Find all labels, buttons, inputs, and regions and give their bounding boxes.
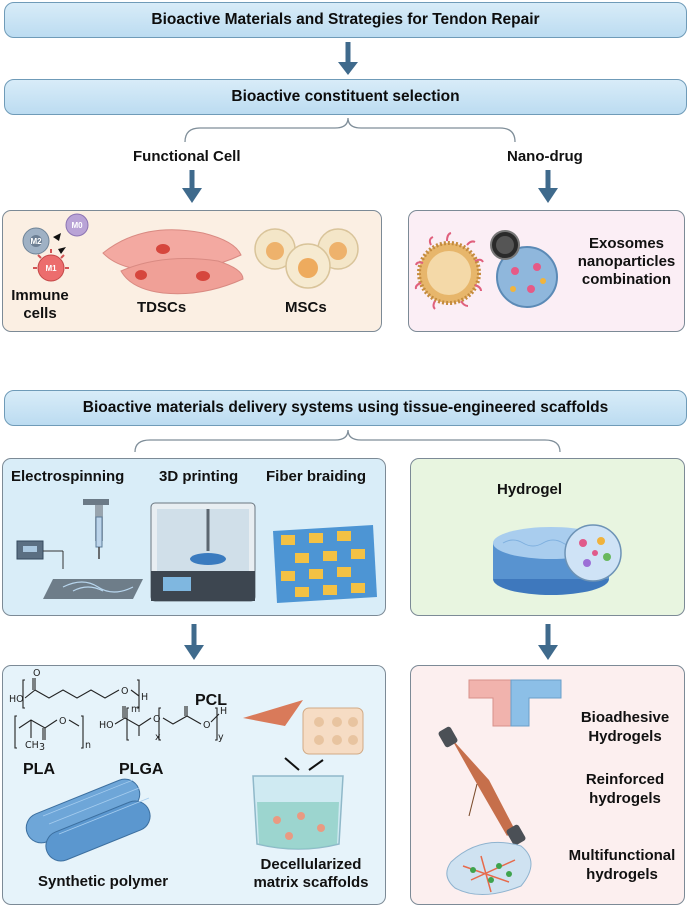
down-arrow-cell <box>182 170 202 203</box>
svg-text:3: 3 <box>39 742 45 753</box>
bio-line2: Hydrogels <box>588 728 662 745</box>
down-arrow-hydrogel <box>538 624 558 660</box>
section1-banner: Bioactive constituent selection <box>4 79 687 115</box>
pcl-structure: HO O H m <box>9 678 148 715</box>
cells-illustration: M2 M0 M1 <box>22 213 359 295</box>
arrowhead-m0-m2 <box>53 233 61 241</box>
electrospinning-icon <box>16 499 143 599</box>
svg-text:O: O <box>153 714 160 725</box>
polymers-panel: HO O H m O O CH 3 n HO O <box>2 665 386 905</box>
nano-drug-panel: Exosomes nanoparticles combination <box>408 210 685 332</box>
nanoparticle-icon <box>490 230 558 308</box>
svg-text:y: y <box>218 732 224 743</box>
svg-text:O: O <box>121 686 128 697</box>
decellularized-scaffold-icon <box>243 700 364 850</box>
down-arrow-top <box>338 42 358 75</box>
fiber-braiding-icon <box>273 525 377 603</box>
multi-line1: Multifunctional <box>568 847 676 864</box>
plga-label: PLGA <box>119 761 164 778</box>
brace-bottom <box>134 429 561 453</box>
rein-line2: hydrogels <box>589 790 661 807</box>
fabrication-panel: Electrospinning 3D printing Fiber braidi… <box>2 458 386 616</box>
tdscs-label: TDSCs <box>137 299 187 316</box>
svg-text:n: n <box>85 740 91 751</box>
immune-cells-label: Immune cells <box>5 287 75 323</box>
fiber-braiding-label: Fiber braiding <box>266 468 367 485</box>
macrophage-m0-icon: M0 <box>65 213 89 237</box>
decell-line1: Decellularized <box>260 856 362 873</box>
section2-title: Bioactive materials delivery systems usi… <box>82 399 609 416</box>
synthetic-polymer-label: Synthetic polymer <box>38 873 169 890</box>
immune-line1: Immune <box>11 287 69 304</box>
bioadhesive-label: Bioadhesive Hydrogels <box>566 708 684 746</box>
immune-line2: cells <box>23 305 57 322</box>
hydrogel-zoom-icon <box>564 524 622 582</box>
decell-line2: matrix scaffolds <box>253 874 369 891</box>
bio-line1: Bioadhesive <box>580 709 670 726</box>
bioadhesive-hydrogel-icon <box>468 679 562 727</box>
pcl-label: PCL <box>195 692 227 709</box>
svg-text:CH: CH <box>25 740 39 751</box>
svg-text:H: H <box>141 692 148 703</box>
pla-label: PLA <box>23 761 55 778</box>
exosomes-line1: Exosomes <box>588 235 665 252</box>
m0-text: M0 <box>71 221 83 230</box>
mscs-cells-icon <box>254 228 359 289</box>
brace-top <box>184 117 516 143</box>
hydrogel-types-illustration <box>438 679 562 896</box>
hydrogel-panel: Hydrogel <box>410 458 685 616</box>
fabrication-illustration <box>16 499 377 603</box>
svg-text:x: x <box>155 732 161 743</box>
down-arrow-fab <box>184 624 204 660</box>
rein-line1: Reinforced <box>585 771 665 788</box>
reinforced-hydrogel-icon <box>438 726 526 846</box>
reinforced-label: Reinforced hydrogels <box>566 770 684 808</box>
pcl-carbonyl-o: O <box>33 668 40 679</box>
mscs-label: MSCs <box>285 299 327 316</box>
hydrogel-types-panel: Bioadhesive Hydrogels Reinforced hydroge… <box>410 665 685 905</box>
svg-text:HO: HO <box>99 720 114 731</box>
tdscs-cells-icon <box>102 229 244 295</box>
m2-text: M2 <box>30 237 42 246</box>
main-title-banner: Bioactive Materials and Strategies for T… <box>4 2 687 38</box>
svg-text:HO: HO <box>9 694 24 705</box>
multifunctional-hydrogel-icon <box>446 841 532 896</box>
down-arrow-nano <box>538 170 558 203</box>
plga-structure: HO O O H x y <box>99 706 227 743</box>
multi-line2: hydrogels <box>586 866 658 883</box>
3d-printer-icon <box>150 502 256 602</box>
decellularized-label: Decellularized matrix scaffolds <box>241 856 381 892</box>
macrophage-m2-icon: M2 <box>22 227 50 255</box>
pla-structure: O CH 3 n <box>14 715 91 753</box>
svg-text:O: O <box>203 720 210 731</box>
exosomes-line2: nanoparticles <box>577 253 676 270</box>
hydrogel-illustration <box>493 524 622 595</box>
svg-text:O: O <box>59 716 66 727</box>
exosomes-label: Exosomes nanoparticles combination <box>569 235 684 289</box>
exosomes-line3: combination <box>581 271 672 288</box>
synthetic-polymer-tubes-icon <box>25 778 151 862</box>
arrowhead-m0-m1 <box>58 247 66 254</box>
m1-text: M1 <box>45 264 57 273</box>
3d-printing-label: 3D printing <box>159 468 239 485</box>
electrospinning-label: Electrospinning <box>11 468 125 485</box>
multifunctional-label: Multifunctional hydrogels <box>559 846 685 884</box>
svg-text:H: H <box>220 706 227 717</box>
section1-title: Bioactive constituent selection <box>231 88 460 105</box>
branch-functional-cell: Functional Cell <box>133 148 241 165</box>
main-title: Bioactive Materials and Strategies for T… <box>151 11 540 28</box>
section2-banner: Bioactive materials delivery systems usi… <box>4 390 687 426</box>
exosome-icon <box>414 232 484 310</box>
branch-nano-drug: Nano-drug <box>507 148 583 165</box>
svg-text:m: m <box>131 704 140 715</box>
hydrogel-label: Hydrogel <box>497 481 563 498</box>
exosome-illustration <box>414 230 558 310</box>
macrophage-m1-icon: M1 <box>33 249 69 282</box>
polymers-illustration: HO O H m O O CH 3 n HO O <box>9 668 364 862</box>
functional-cells-panel: M2 M0 M1 <box>2 210 382 332</box>
